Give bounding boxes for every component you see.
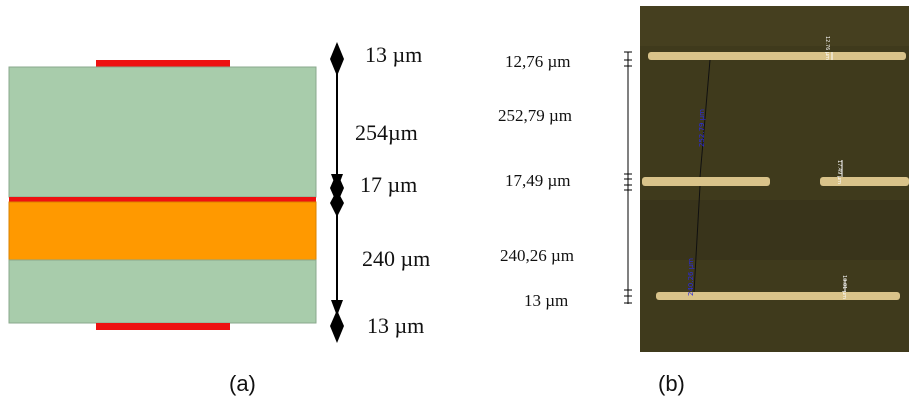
micrograph-shade-top: [640, 6, 909, 46]
inner-copper-layer: [9, 197, 316, 202]
micro-label-lower-gap: 240.26 µm: [687, 258, 695, 296]
dimension-arrow-240-end: [331, 300, 343, 316]
dim-label-inner-copper: 17 µm: [360, 172, 418, 197]
dim-label-lower-dielectric: 240 µm: [362, 246, 431, 271]
measure-ticks-b: [624, 51, 632, 304]
measure-label-upper-gap: 252,79 µm: [498, 106, 573, 125]
micro-trace-mid-right: [820, 177, 909, 186]
lower-dielectric-layer: [8, 259, 317, 324]
dimension-arrow-mid: [330, 172, 344, 204]
micro-label-bottom: 13.01 µm: [841, 275, 847, 299]
dim-label-bottom-copper: 13 µm: [367, 313, 425, 338]
micrograph-shade-mid: [640, 200, 909, 260]
micro-measure-lower: [693, 185, 701, 293]
micro-label-top: 12.76 µm: [824, 36, 830, 60]
caption-a: (a): [229, 371, 256, 396]
measure-label-lower-gap: 240,26 µm: [500, 246, 575, 265]
measure-label-top: 12,76 µm: [505, 52, 571, 71]
dimension-arrow-top: [330, 42, 344, 76]
upper-dielectric-layer: [8, 66, 317, 198]
micro-trace-bottom: [656, 292, 900, 300]
micro-trace-top: [648, 52, 906, 60]
dim-label-upper-dielectric: 254µm: [355, 120, 418, 145]
caption-b: (b): [658, 371, 685, 396]
micro-label-mid: 17.49 µm: [836, 160, 842, 184]
dim-label-top-copper: 13 µm: [365, 42, 423, 67]
measure-label-mid: 17,49 µm: [505, 171, 571, 190]
measure-label-bottom: 13 µm: [524, 291, 569, 310]
core-layer: [8, 201, 317, 261]
micro-trace-mid-left: [642, 177, 770, 186]
micro-label-upper-gap: 252.79 µm: [698, 109, 706, 147]
top-copper-pad: [96, 60, 230, 67]
dimension-arrow-bottom: [330, 310, 344, 343]
bottom-copper-pad: [96, 323, 230, 330]
dimension-arrow-mid-lower: [330, 190, 344, 217]
micro-measure-upper: [699, 59, 711, 178]
